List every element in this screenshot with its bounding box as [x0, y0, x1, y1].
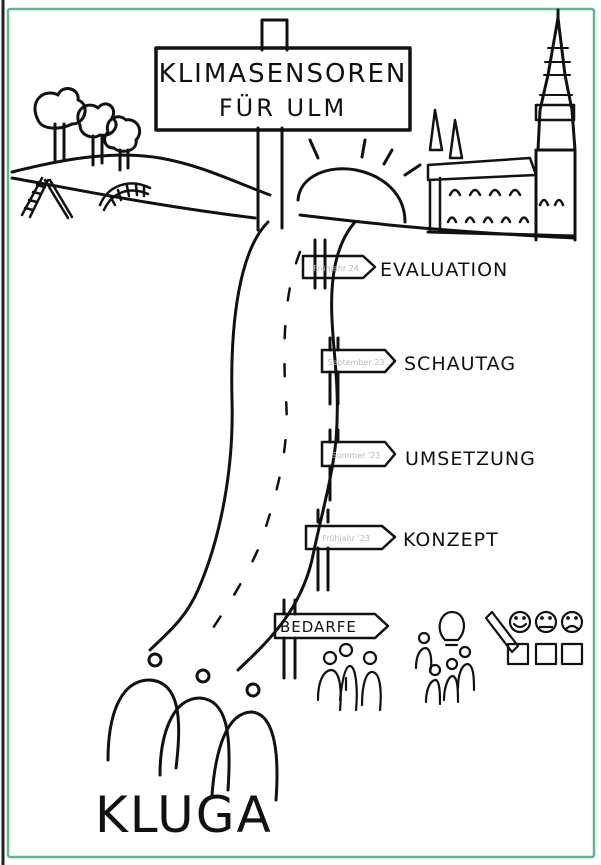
- milestone-date-2: Sommer '23: [332, 451, 381, 460]
- milestone-label-konzept: KONZEPT: [403, 529, 499, 551]
- sign-evaluation: [301, 254, 377, 280]
- idea-group-icon: [414, 610, 476, 706]
- sign-bedarfe: [273, 612, 390, 640]
- slide-icon: [20, 176, 74, 220]
- sign-title-line2: FÜR ULM: [219, 93, 347, 122]
- kluga-people-icon: [106, 652, 279, 802]
- milestone-date-3: Frühjahr '23: [322, 534, 370, 543]
- milestone-label-schautag: SCHAUTAG: [404, 353, 516, 375]
- milestone-date-1: September 23: [328, 358, 385, 367]
- sign-schautag: [320, 348, 397, 374]
- milestone-date-0: Frühjahr 24: [313, 264, 359, 273]
- trees-icon: [33, 87, 142, 172]
- milestone-label-evaluation: EVALUATION: [380, 259, 508, 281]
- hill-line: [10, 153, 272, 197]
- milestone-label-umsetzung: UMSETZUNG: [405, 448, 536, 470]
- sign-umsetzung: [320, 440, 397, 468]
- paper-border: [6, 7, 596, 859]
- road-center-dashes: [203, 250, 302, 642]
- sun-icon: [296, 138, 422, 224]
- discussion-people-icon: [316, 642, 382, 712]
- title-sign-board: [154, 46, 412, 132]
- cathedral-icon: [426, 8, 577, 242]
- voting-icon: [484, 610, 584, 666]
- group-label-kluga: KLUGA: [95, 786, 273, 844]
- sign-konzept: [304, 524, 397, 551]
- road-left-edge: [148, 220, 270, 652]
- bridge-icon: [98, 182, 152, 212]
- sign-title-line1: KLIMASENSOREN: [159, 59, 408, 89]
- milestone-label-bedarfe: BEDARFE: [280, 618, 357, 636]
